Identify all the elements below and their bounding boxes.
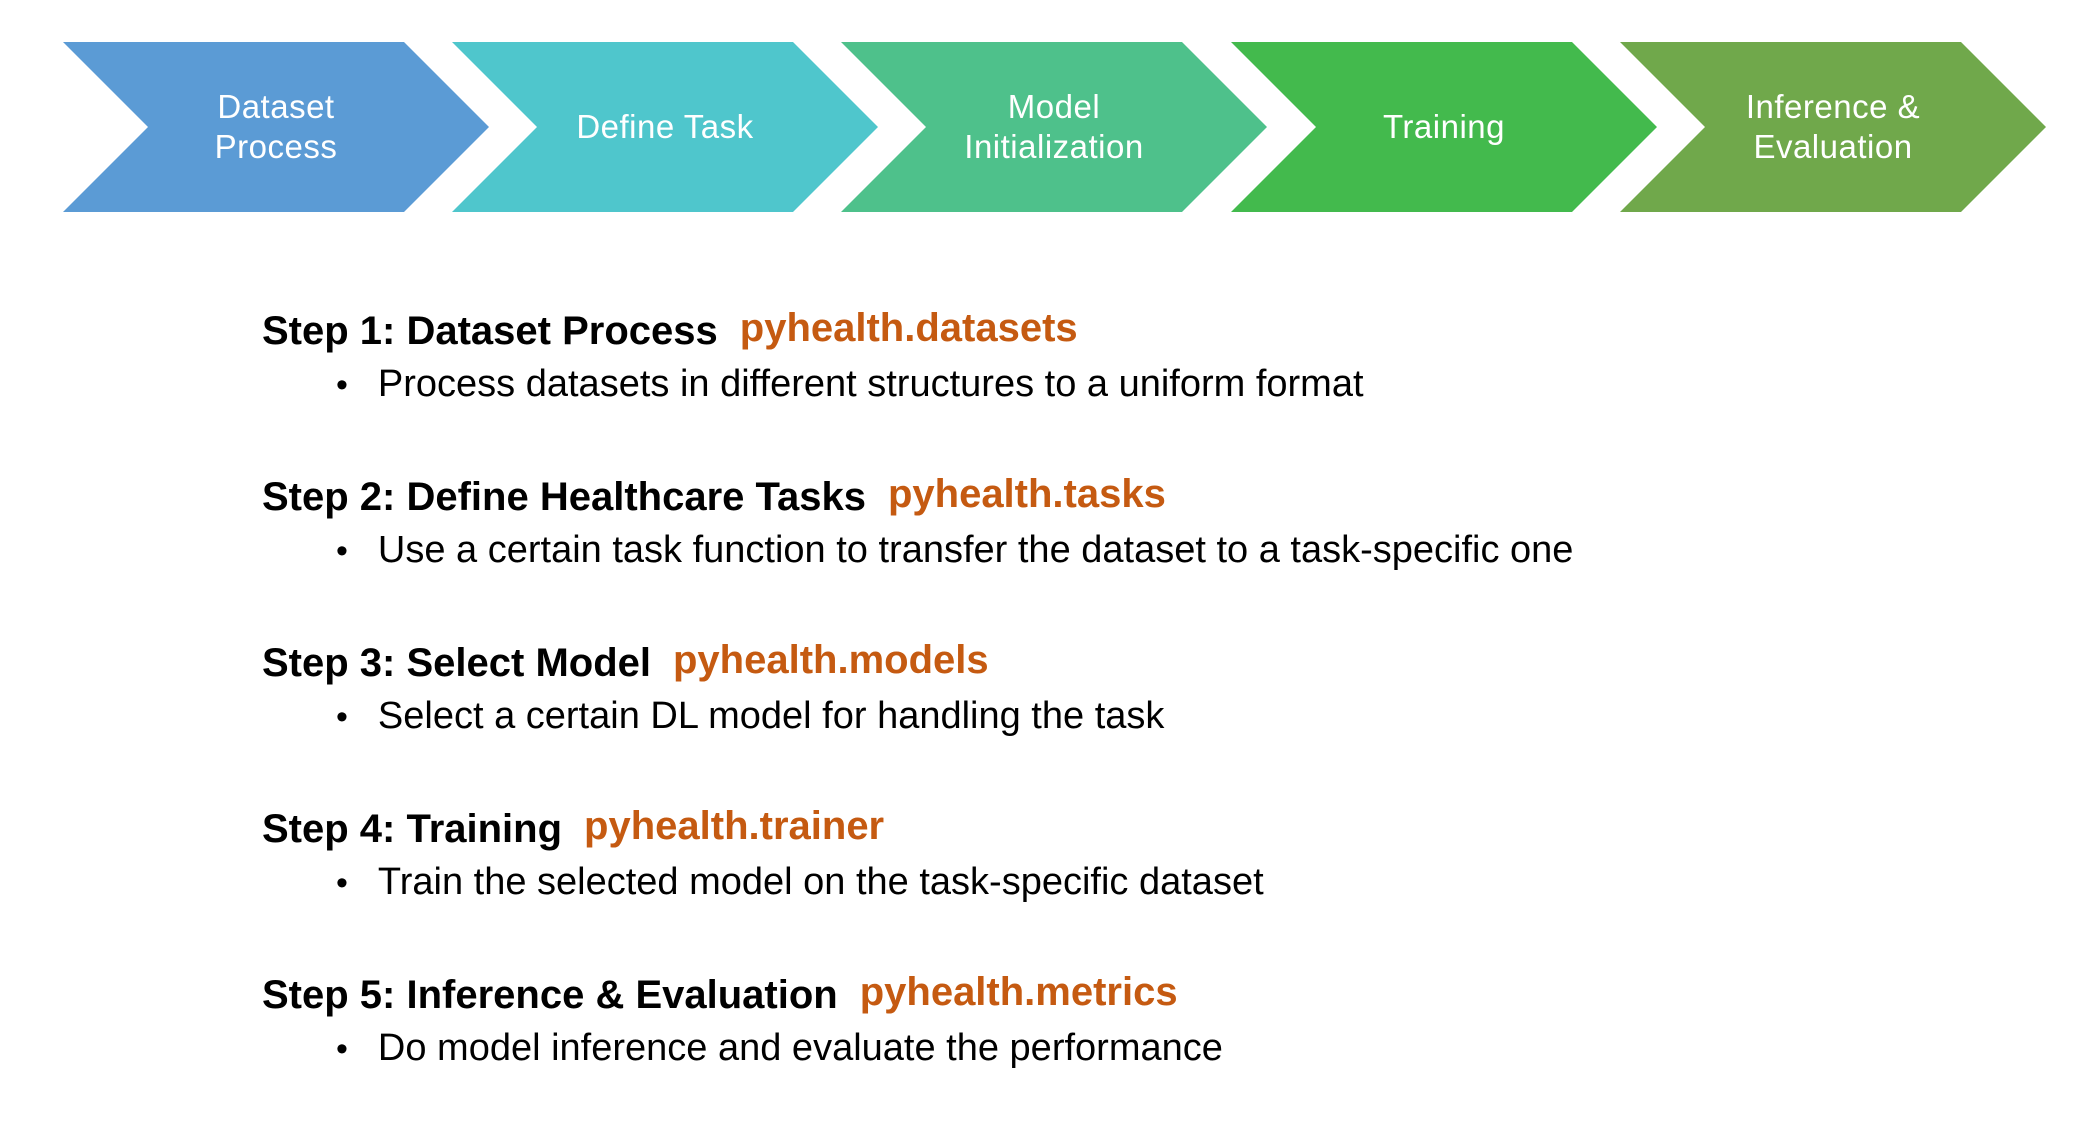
steps-list: Step 1: Dataset Process pyhealth.datasets… [262, 305, 1862, 1072]
step-module-code: pyhealth.trainer [584, 804, 885, 848]
step-title: Step 5: Inference & Evaluation [262, 973, 838, 1017]
stage-dataset-process: Dataset Process [63, 42, 489, 212]
step-heading: Step 3: Select Model pyhealth.models [262, 637, 1862, 689]
step-description: Use a certain task function to transfer … [377, 529, 1574, 571]
step-bullet: • Select a certain DL model for handling… [262, 693, 1862, 740]
step-title: Step 2: Define Healthcare Tasks [262, 475, 866, 519]
step-description: Do model inference and evaluate the perf… [377, 1027, 1223, 1069]
step-item-5: Step 5: Inference & Evaluation pyhealth.m… [262, 969, 1862, 1072]
step-module-code: pyhealth.metrics [859, 970, 1178, 1014]
step-title: Step 4: Training [262, 807, 563, 851]
step-item-4: Step 4: Training pyhealth.trainer • Train… [262, 803, 1862, 906]
step-item-2: Step 2: Define Healthcare Tasks pyhealth.… [262, 471, 1862, 574]
step-description: Train the selected model on the task-spe… [377, 861, 1264, 903]
bullet-dot: • [336, 864, 348, 902]
stage-inference-evaluation: Inference & Evaluation [1620, 42, 2046, 212]
step-module-code: pyhealth.models [672, 638, 989, 682]
step-bullet: • Do model inference and evaluate the pe… [262, 1025, 1862, 1072]
step-item-3: Step 3: Select Model pyhealth.models • Se… [262, 637, 1862, 740]
bullet-dot: • [336, 366, 348, 404]
stage-define-task: Define Task [452, 42, 878, 212]
step-heading: Step 1: Dataset Process pyhealth.datasets [262, 305, 1862, 357]
stage-model-initialization: Model Initialization [841, 42, 1267, 212]
bullet-dot: • [336, 532, 348, 570]
bullet-dot: • [336, 1030, 348, 1068]
step-heading: Step 4: Training pyhealth.trainer [262, 803, 1862, 855]
step-bullet: • Train the selected model on the task-s… [262, 859, 1862, 906]
step-bullet: • Process datasets in different structur… [262, 361, 1862, 408]
step-heading: Step 5: Inference & Evaluation pyhealth.m… [262, 969, 1862, 1021]
step-heading: Step 2: Define Healthcare Tasks pyhealth.… [262, 471, 1862, 523]
stage-label-define-task: Define Task [576, 107, 754, 145]
step-item-1: Step 1: Dataset Process pyhealth.datasets… [262, 305, 1862, 408]
step-title: Step 3: Select Model [262, 641, 651, 685]
step-module-code: pyhealth.tasks [887, 472, 1166, 516]
step-description: Select a certain DL model for handling t… [377, 695, 1165, 737]
stage-label-model-initialization: Model Initialization [964, 87, 1144, 165]
step-description: Process datasets in different structures… [377, 363, 1364, 405]
stage-label-dataset-process: Dataset Process [214, 87, 338, 165]
pipeline-banner: Dataset Process Define Task Model Initia… [0, 42, 2100, 212]
stage-label-training: Training [1383, 107, 1505, 145]
step-title: Step 1: Dataset Process [262, 309, 718, 353]
bullet-dot: • [336, 698, 348, 736]
stage-label-inference-evaluation: Inference & Evaluation [1745, 87, 1921, 165]
step-module-code: pyhealth.datasets [739, 306, 1078, 350]
stage-training: Training [1231, 42, 1657, 212]
step-bullet: • Use a certain task function to transfe… [262, 527, 1862, 574]
pyhealth-pipeline-figure: Dataset Process Define Task Model Initia… [0, 42, 2100, 1072]
